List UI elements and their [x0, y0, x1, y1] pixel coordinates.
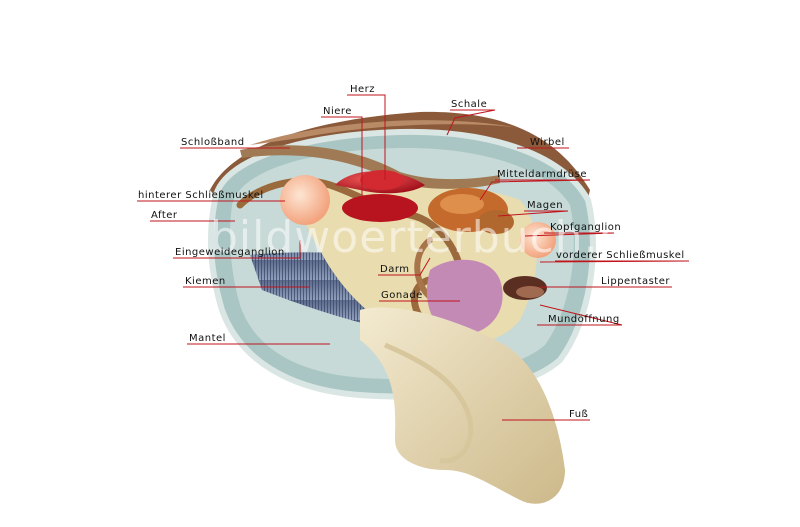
label-herz: Herz	[350, 84, 376, 95]
label-kopfganglion: Kopfganglion	[550, 222, 622, 233]
label-niere: Niere	[323, 106, 352, 117]
label-kiemen: Kiemen	[185, 276, 226, 287]
foot-shade	[384, 342, 474, 464]
hinge-ligament	[240, 145, 500, 189]
label-lippentaster: Lippentaster	[601, 276, 670, 287]
posterior-adductor-muscle	[280, 175, 330, 225]
label-mitteldarmdruese: Mitteldarmdrüse	[497, 169, 587, 180]
label-fuss: Fuß	[569, 409, 589, 420]
label-schale: Schale	[451, 99, 488, 110]
digestive-gland-light	[440, 194, 484, 214]
gonad	[426, 259, 503, 335]
heart-ventricle	[360, 170, 404, 190]
label-gonade: Gonade	[381, 290, 423, 301]
label-eingeweideganglion: Eingeweideganglion	[175, 247, 285, 258]
anterior-adductor-muscle	[520, 222, 556, 258]
label-hinterer-schliessmuskel: hinterer Schließmuskel	[138, 190, 264, 201]
label-vorderer-schliessmuskel: vorderer Schließmuskel	[556, 250, 685, 261]
label-mantel: Mantel	[189, 333, 226, 344]
label-darm: Darm	[380, 264, 410, 275]
watermark: bildwoerterbuch.com	[210, 212, 696, 263]
kidney	[342, 194, 418, 222]
label-mundoeffnung: Mundöffnung	[548, 314, 620, 325]
label-schlossband: Schloßband	[181, 137, 245, 148]
label-magen: Magen	[527, 200, 564, 211]
label-after: After	[151, 210, 178, 221]
label-wirbel: Wirbel	[530, 137, 565, 148]
leader-lines	[137, 94, 690, 421]
labial-palps-light	[516, 286, 544, 298]
